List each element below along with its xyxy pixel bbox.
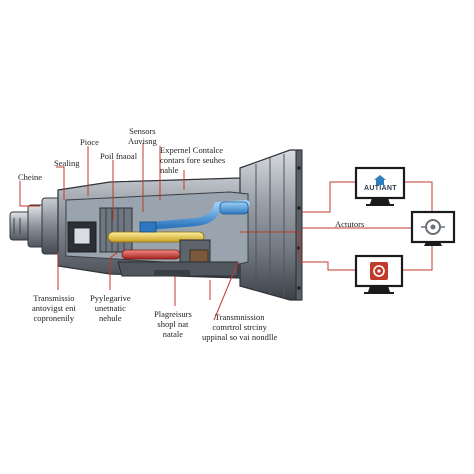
cutaway-interior (65, 191, 250, 267)
home-icon (374, 175, 386, 185)
hydraulic-line-red (121, 249, 181, 260)
label-cheine: Cheine (18, 172, 43, 182)
monitor-top-text: AUTIANT (364, 185, 397, 192)
label-expernel-contalce: Expernel Contalce contars fore seuhes na… (160, 145, 226, 175)
label-transmission-left: Transmissio antovigst eni copronenily (32, 293, 76, 323)
label-sealing: Sealing (54, 158, 80, 168)
label-pyylegarive: Pyylegarive unetnatic nehule (90, 293, 131, 323)
label-actutors: Actutors (335, 219, 365, 229)
oil-pan (117, 261, 239, 277)
monitor-top (354, 166, 406, 206)
gear-icon (421, 219, 445, 235)
hydraulic-line-blue (146, 200, 250, 230)
label-plagreisurs: Plagreisurs shopl nat natale (154, 309, 192, 339)
label-sensors: Sensors Auvisng (128, 126, 157, 146)
sensor-connector (139, 221, 157, 233)
engine-warning-icon (370, 262, 388, 280)
callout-lines (19, 143, 433, 321)
output-shaft (9, 197, 63, 255)
monitor-bottom (354, 254, 404, 294)
label-transmission-bottom: Transmnission comrtrol strciny uppinal s… (202, 312, 278, 342)
label-poil-fnaoal: Poil fnaoal (100, 151, 138, 161)
label-pioce: Pioce (80, 137, 99, 147)
monitor-middle (410, 210, 456, 246)
